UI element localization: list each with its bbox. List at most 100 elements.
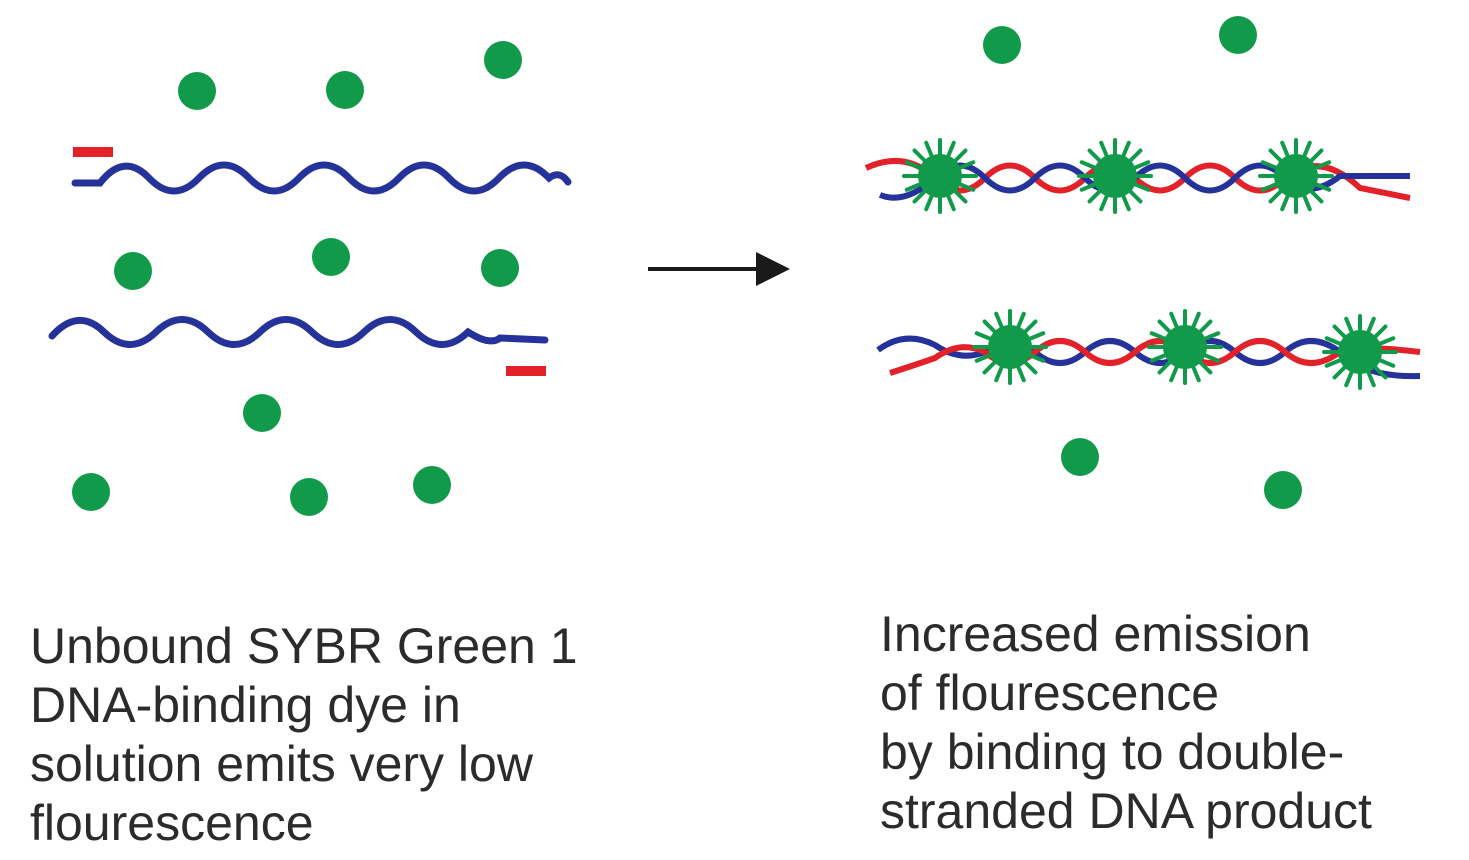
- free-dye-molecule: [326, 71, 364, 109]
- bound-dye-spike: [1199, 331, 1221, 343]
- bound-dye-spike: [1306, 186, 1324, 204]
- bound-dye-spike: [1169, 361, 1181, 383]
- bound-dye-spike: [924, 140, 936, 162]
- primer-bottom: [506, 366, 546, 376]
- bound-dye-spike: [1344, 316, 1356, 338]
- bound-dye-spike: [1024, 351, 1046, 363]
- caption-line: stranded DNA product: [880, 783, 1372, 839]
- primer-top: [73, 147, 113, 157]
- bound-dye-spike: [1268, 186, 1286, 204]
- bound-dye-spike: [1099, 140, 1111, 162]
- bound-dye-spike: [950, 186, 968, 204]
- bound-dye-spike: [1014, 361, 1026, 383]
- bound-dye-spike: [1157, 319, 1175, 337]
- bound-dye-spike: [1374, 336, 1396, 348]
- bound-dye-spike: [994, 311, 1006, 333]
- bound-dye-spike: [1119, 140, 1131, 162]
- bound-dye-spike: [1195, 319, 1213, 337]
- bound-dye-core: [1274, 154, 1318, 198]
- bound-dye-spike: [974, 331, 996, 343]
- bound-dye-spike: [1189, 361, 1201, 383]
- single-strand-top: [71, 161, 572, 195]
- bound-dye-core: [1338, 330, 1382, 374]
- bound-dye-spike: [1024, 331, 1046, 343]
- bound-dye-spike: [904, 180, 926, 192]
- caption-line: Unbound SYBR Green 1: [30, 618, 578, 674]
- bound-dye-spike: [1280, 140, 1292, 162]
- bound-dye-spike: [1125, 148, 1143, 166]
- single-strand-bottom: [48, 316, 549, 348]
- bound-dye-spike: [1324, 336, 1346, 348]
- bound-dye-spike: [904, 160, 926, 172]
- free-dye-molecules-left: [72, 41, 522, 516]
- caption-line: solution emits very low: [30, 736, 533, 792]
- bound-dye-spike: [1149, 351, 1171, 363]
- bound-dye-spike: [1169, 311, 1181, 333]
- bound-dye-core: [1163, 325, 1207, 369]
- bound-dye-spike: [1079, 180, 1101, 192]
- bound-dye-spike: [1079, 160, 1101, 172]
- bound-dye-molecule: [1322, 314, 1398, 390]
- bound-dye-molecule: [1258, 138, 1334, 214]
- reaction-arrow: [648, 252, 790, 286]
- bound-dye-spike: [1310, 160, 1332, 172]
- bound-dye-caption: Increased emission of flourescence by bi…: [880, 605, 1372, 841]
- bound-dye-spike: [1087, 186, 1105, 204]
- bound-dye-spike: [974, 351, 996, 363]
- bound-dye-spike: [982, 319, 1000, 337]
- bound-dye-spike: [1300, 140, 1312, 162]
- bound-dye-molecules: [902, 138, 1398, 390]
- free-dye-molecule: [243, 394, 281, 432]
- bound-dye-spike: [1364, 316, 1376, 338]
- bound-dye-core: [918, 154, 962, 198]
- bound-dye-spike: [1344, 366, 1356, 388]
- bound-dye-molecule: [1077, 138, 1153, 214]
- bound-dye-spike: [1280, 190, 1292, 212]
- caption-line: by binding to double-: [880, 724, 1345, 780]
- sybr-green-diagram: [48, 16, 1421, 516]
- bound-dye-spike: [954, 160, 976, 172]
- free-dye-molecule: [290, 478, 328, 516]
- bound-dye-spike: [1332, 324, 1350, 342]
- free-dye-molecules-right: [983, 16, 1302, 509]
- caption-line: DNA-binding dye in: [30, 677, 461, 733]
- free-dye-molecule: [983, 26, 1021, 64]
- bound-dye-spike: [1119, 190, 1131, 212]
- bound-dye-spike: [1099, 190, 1111, 212]
- free-dye-molecule: [312, 238, 350, 276]
- bound-dye-spike: [1370, 362, 1388, 380]
- bound-dye-spike: [912, 186, 930, 204]
- free-dye-molecule: [481, 249, 519, 287]
- bound-dye-molecule: [1147, 309, 1223, 385]
- bound-dye-spike: [1306, 148, 1324, 166]
- free-dye-molecule: [484, 41, 522, 79]
- caption-line: Increased emission: [880, 606, 1311, 662]
- bound-dye-spike: [1332, 362, 1350, 380]
- bound-dye-molecule: [902, 138, 978, 214]
- bound-dye-core: [1093, 154, 1137, 198]
- free-dye-molecule: [178, 72, 216, 110]
- bound-dye-spike: [1087, 148, 1105, 166]
- free-dye-molecule: [1264, 471, 1302, 509]
- bound-dye-spike: [994, 361, 1006, 383]
- caption-line: flourescence: [30, 795, 314, 851]
- free-dye-molecule: [72, 473, 110, 511]
- bound-dye-spike: [1149, 331, 1171, 343]
- bound-dye-spike: [1189, 311, 1201, 333]
- bound-dye-spike: [1199, 351, 1221, 363]
- bound-dye-spike: [954, 180, 976, 192]
- bound-dye-core: [988, 325, 1032, 369]
- bound-dye-spike: [982, 357, 1000, 375]
- bound-dye-spike: [1129, 160, 1151, 172]
- free-dye-molecule: [1219, 16, 1257, 54]
- bound-dye-molecule: [972, 309, 1048, 385]
- bound-dye-spike: [1020, 319, 1038, 337]
- bound-dye-spike: [912, 148, 930, 166]
- bound-dye-spike: [1014, 311, 1026, 333]
- right-panel: [864, 16, 1421, 509]
- bound-dye-spike: [1260, 160, 1282, 172]
- caption-line: of flourescence: [880, 665, 1220, 721]
- bound-dye-spike: [1129, 180, 1151, 192]
- bound-dye-spike: [1374, 356, 1396, 368]
- bound-dye-spike: [1300, 190, 1312, 212]
